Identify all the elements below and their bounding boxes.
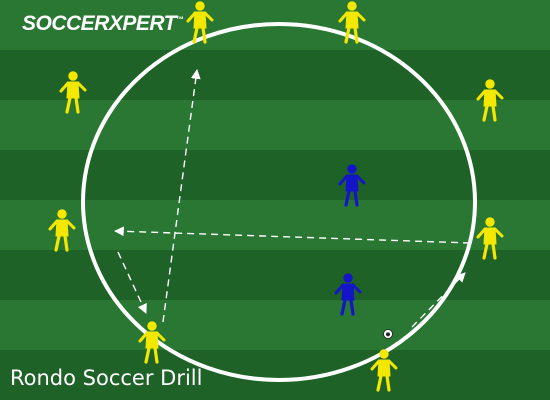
grass-stripe <box>0 100 550 150</box>
grass-stripe <box>0 150 550 200</box>
soccer-ball-icon <box>383 329 393 339</box>
grass-stripe <box>0 300 550 350</box>
pass-arrow-up <box>162 69 201 323</box>
soccerxpert-logo: SOCCERXPERT™ <box>22 12 184 36</box>
drill-title: Rondo Soccer Drill <box>10 366 203 390</box>
logo-text: SOCCERXPERT <box>22 12 176 35</box>
rondo-circle <box>81 22 477 382</box>
grass-stripe <box>0 200 550 250</box>
pass-arrow-ball <box>411 272 466 328</box>
pass-lines <box>114 69 471 328</box>
grass-stripe <box>0 50 550 100</box>
trademark-mark: ™ <box>175 15 184 24</box>
grass-stripe <box>0 350 550 400</box>
grass-stripe <box>0 250 550 300</box>
